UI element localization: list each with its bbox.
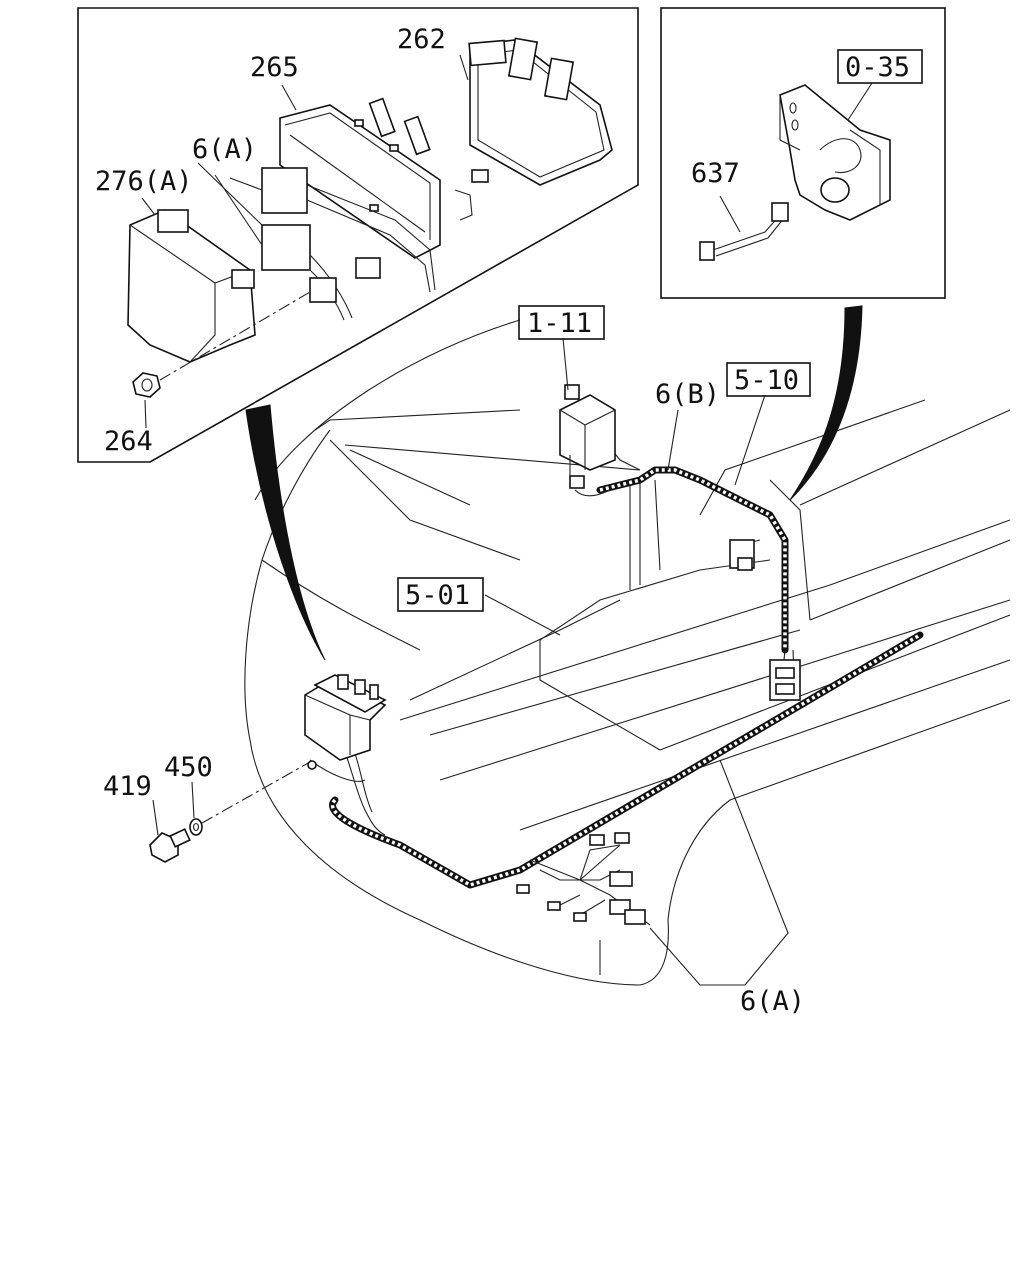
label-6b: 6(B) <box>655 379 720 410</box>
label-6a-bottom: 6(A) <box>740 986 805 1017</box>
harness-connectors <box>516 832 646 925</box>
label-5-10: 5-10 <box>734 365 799 396</box>
label-box-1-11 <box>518 305 605 340</box>
relay-box-front <box>304 674 387 761</box>
bolt-icon <box>149 828 191 863</box>
label-box-0-35 <box>837 49 923 84</box>
label-264: 264 <box>104 426 153 457</box>
label-265: 265 <box>250 52 299 83</box>
label-262: 262 <box>397 24 446 55</box>
harness-6b <box>574 466 801 701</box>
label-419: 419 <box>103 771 152 802</box>
label-box-5-01 <box>397 577 484 612</box>
nut-icon <box>132 372 161 398</box>
label-6a-top: 6(A) <box>192 134 257 165</box>
leader-lines <box>141 54 873 986</box>
washer-icon <box>189 818 203 836</box>
arrow-right <box>789 305 863 501</box>
cab-body <box>244 319 1011 986</box>
sensor-icon <box>779 84 891 221</box>
label-5-01: 5-01 <box>405 580 470 611</box>
label-450: 450 <box>164 752 213 783</box>
label-1-11: 1-11 <box>527 308 592 339</box>
inset-sensor <box>660 7 946 299</box>
label-276a: 276(A) <box>95 166 193 197</box>
inset-fuse-box <box>77 7 639 463</box>
component-1-11 <box>559 384 616 489</box>
label-0-35: 0-35 <box>845 52 910 83</box>
label-box-5-10 <box>726 362 811 397</box>
label-637: 637 <box>691 158 740 189</box>
arrow-left <box>245 404 326 661</box>
